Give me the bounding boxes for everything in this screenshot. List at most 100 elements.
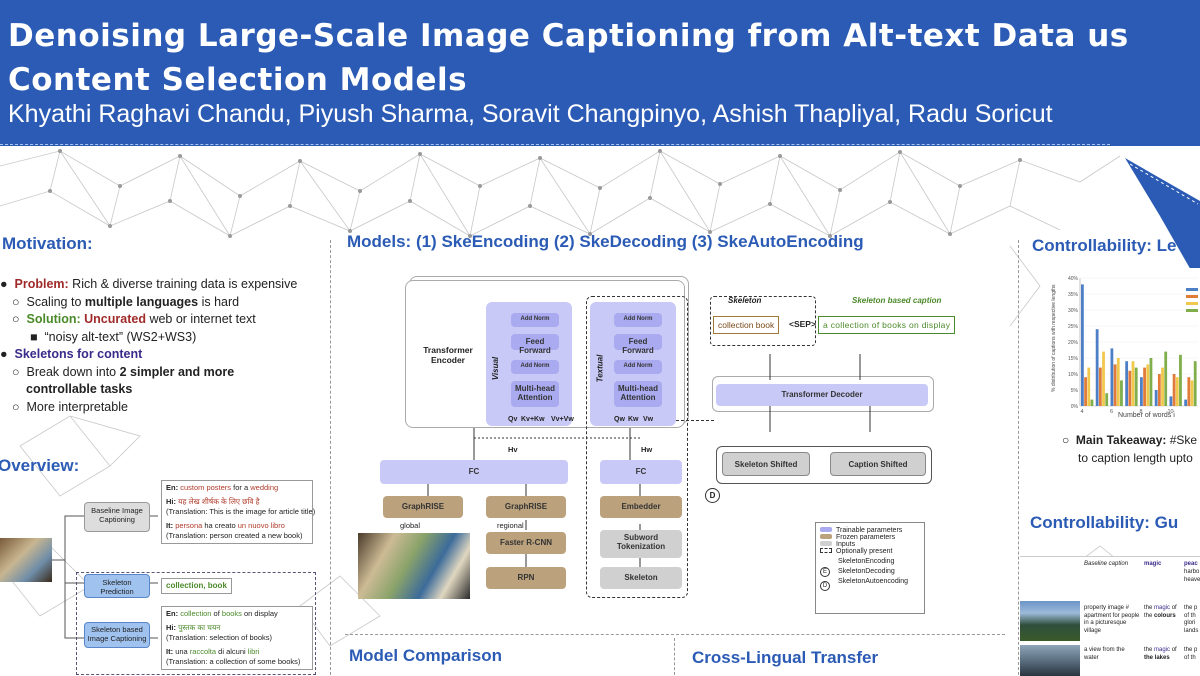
motivation-list: ● Problem: Rich & diverse training data … <box>0 276 297 416</box>
y-tick-label: 35% <box>1068 292 1079 298</box>
title-line-2: Content Selection Models <box>8 62 468 98</box>
skeleton-captions: En: collection of books on display Hi: प… <box>161 606 313 670</box>
problem-label: Problem: <box>14 277 69 291</box>
takeaway-text: #Ske <box>1166 433 1198 447</box>
visual-mha: Multi-head Attention <box>511 381 559 407</box>
title-line-1: Denoising Large-Scale Image Captioning f… <box>8 18 1129 54</box>
transformer-decoder: Transformer Decoder <box>716 384 928 406</box>
bar <box>1169 396 1173 406</box>
cap1-it-label: It: <box>166 521 174 530</box>
overview-heading: Overview: <box>0 456 80 475</box>
model-comparison-heading: Model Comparison <box>349 646 503 665</box>
divider-bottom-mid <box>674 638 675 675</box>
languages-c: is hard <box>198 294 240 309</box>
row2-magic-b: magic <box>1154 647 1171 653</box>
textual-fc: FC <box>600 460 682 484</box>
cap1-it-c: un nuovo libro <box>237 521 285 530</box>
legend-inputs-text: Inputs <box>836 541 856 548</box>
cap1-it-b: ha creato <box>202 521 238 530</box>
bar <box>1105 393 1109 406</box>
ctrl-guided-heading: Controllability: Gu <box>1030 513 1179 532</box>
legend-ske-dec-text: SkeletonDecoding <box>838 568 895 575</box>
legend-ske-enc-text: SkeletonEncoding <box>838 558 895 565</box>
y-tick-label: 25% <box>1068 324 1079 330</box>
bar <box>1116 358 1120 406</box>
row1-baseline: property image # apartment for people in… <box>1084 605 1140 634</box>
row1-magic: the magic of the colours <box>1144 605 1182 620</box>
cap1-en-b: for a <box>231 483 251 492</box>
skeleton-input: Skeleton <box>600 567 682 589</box>
cap2-en-d: on display <box>241 609 278 618</box>
bar <box>1120 380 1123 406</box>
cap2-en-c: books <box>221 609 242 618</box>
bar <box>1164 351 1168 406</box>
caption-shifted: Caption Shifted <box>830 452 926 476</box>
cap1-hi-label: Hi: <box>166 497 176 506</box>
overview-photo <box>0 538 52 582</box>
bar <box>1157 374 1161 406</box>
bullet-languages: ○ Scaling to multiple languages is hard <box>12 294 240 309</box>
bullet-solution: ○ Solution: Uncurated web or internet te… <box>12 312 256 326</box>
textual-optional-group <box>586 296 688 598</box>
cap2-it-d: libri <box>247 647 260 656</box>
background-network-pattern <box>0 149 1200 647</box>
poster-title: Denoising Large-Scale Image Captioning f… <box>8 14 1200 102</box>
skeleton-caption-header: Skeleton based caption <box>852 296 942 305</box>
solution-label: Solution: <box>26 312 81 326</box>
cap1-it-a: persona <box>175 521 203 530</box>
solution-c: web or internet text <box>145 312 256 326</box>
cap2-en-label: En: <box>166 609 179 618</box>
cap2-en-a: collection <box>180 609 212 618</box>
interp-text: More interpretable <box>26 399 128 414</box>
skeleton-captioning-box: Skeleton based Image Captioning <box>84 622 150 648</box>
length-chart-ylabel: % distribution of captions with respecti… <box>1051 284 1057 392</box>
row1-magic-d: colours <box>1154 612 1176 619</box>
row2-magic: the magic of the lakes <box>1144 647 1182 662</box>
skeletons-text: Skeletons for content <box>14 347 143 361</box>
label-kw: Kw <box>628 416 639 423</box>
x-tick-label: 10 <box>1167 409 1173 415</box>
bar <box>1125 361 1129 406</box>
bullet-noisy: ■ “noisy alt-text” (WS2+WS3) <box>30 329 197 344</box>
visual-add-norm-2: Add Norm <box>511 360 559 374</box>
model-legend: Trainable parameters Frozen parameters I… <box>815 522 925 614</box>
bar <box>1146 364 1150 406</box>
cap2-hi-translation: (Translation: selection of books) <box>166 633 273 642</box>
label-kv: Kv+Kw <box>521 416 545 423</box>
bar <box>1090 399 1094 406</box>
bar <box>1131 361 1135 406</box>
row1-magic-c: of the <box>1144 605 1177 619</box>
divider-models-bottom <box>345 634 1005 635</box>
y-tick-label: 15% <box>1068 356 1079 362</box>
cap2-it-a: una <box>175 647 190 656</box>
baseline-captions: En: custom posters for a wedding Hi: यह … <box>161 480 316 544</box>
graphrise-global: GraphRISE <box>383 496 463 518</box>
cap2-hi: पुस्तक का चयन <box>178 623 221 632</box>
label-global: global <box>400 521 421 530</box>
bar <box>1154 390 1158 406</box>
bar <box>1193 361 1197 406</box>
bar <box>1084 377 1087 406</box>
x-tick-label: 6 <box>1110 409 1113 415</box>
legend-ske-dec: SkeletonDecoding <box>820 568 920 575</box>
x-tick-label: 8 <box>1139 409 1142 415</box>
length-takeaway: ○ Main Takeaway: #Ske to caption length … <box>1062 432 1197 467</box>
sep-token: <SEP> <box>789 319 816 329</box>
row2-baseline: a view from the water <box>1084 647 1125 661</box>
divider-right <box>1018 240 1019 675</box>
visual-label: Visual <box>491 356 501 381</box>
skeleton-header: Skeleton <box>728 296 762 305</box>
legend-ske-enc: SkeletonEncoding <box>820 558 920 565</box>
skeleton-tokens: collection book <box>713 316 780 334</box>
bar <box>1172 374 1176 406</box>
skeleton-prediction-box: Skeleton Prediction <box>84 574 150 598</box>
poster-header: Denoising Large-Scale Image Captioning f… <box>0 0 1200 146</box>
bar <box>1161 367 1164 406</box>
ctrl-length-heading: Controllability: Le <box>1032 236 1177 255</box>
label-regional: regional <box>497 521 524 530</box>
decoder-arrows <box>769 354 871 432</box>
cap1-hi-translation: (Translation: This is the image for arti… <box>166 507 316 516</box>
bar <box>1184 399 1188 406</box>
bar <box>1128 370 1132 406</box>
